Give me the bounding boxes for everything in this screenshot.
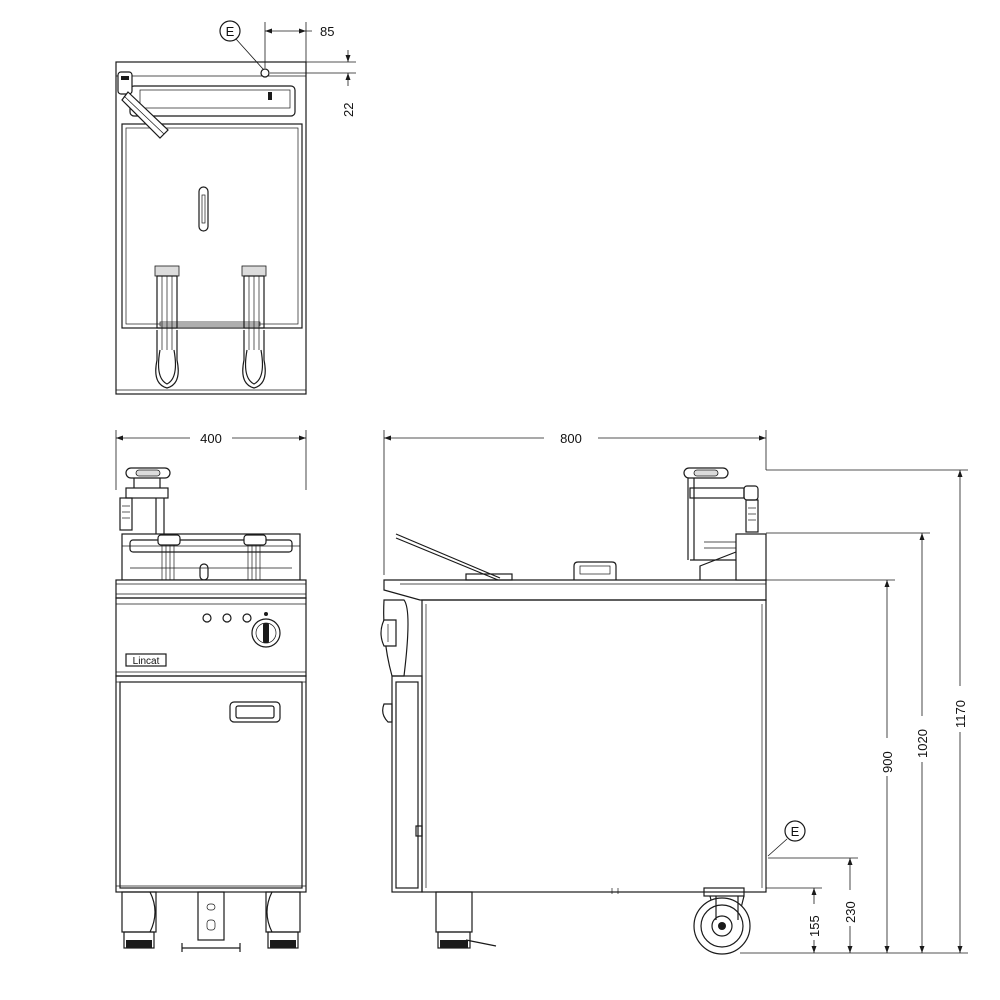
plan-arm — [117, 71, 169, 139]
front-lifting-handle — [119, 467, 171, 534]
front-basket-area — [121, 533, 301, 581]
front-view: 400 — [115, 430, 307, 952]
side-basket-arm — [395, 533, 617, 581]
plan-outline — [115, 61, 307, 395]
side-legs-castor — [435, 887, 751, 955]
dim-85: 85 — [320, 24, 334, 39]
electrical-marker-side-label: E — [791, 824, 800, 839]
side-cabinet — [421, 599, 767, 893]
dim-22: 22 — [341, 103, 356, 117]
plan-electrical-inlet — [260, 68, 270, 78]
side-door-profile — [391, 675, 423, 893]
plan-basket-handle-right — [241, 265, 267, 389]
front-legs — [121, 891, 301, 952]
dim-900: 900 — [880, 751, 895, 773]
electrical-marker-top — [219, 20, 241, 42]
plan-pan — [121, 123, 303, 329]
dim-400: 400 — [200, 431, 222, 446]
brand-logo-text: Lincat — [133, 656, 160, 667]
dim-1170: 1170 — [953, 700, 968, 728]
brand-logo: Lincat — [125, 653, 167, 667]
height-dimensions: 155 230 900 1020 1170 — [740, 469, 968, 954]
indicator-light-2 — [222, 613, 232, 623]
dim-800: 800 — [560, 431, 582, 446]
electrical-marker-top-label: E — [226, 24, 235, 39]
plan-basket-handle-left — [154, 265, 180, 389]
dim-1020: 1020 — [915, 729, 930, 758]
electrical-marker-side — [784, 820, 806, 842]
indicator-light-3 — [242, 613, 252, 623]
side-rear-housing — [683, 467, 767, 581]
side-knob-profile — [380, 599, 409, 677]
thermostat-knob — [251, 612, 281, 648]
door-handle — [229, 701, 281, 723]
side-view: 800 — [380, 430, 806, 955]
front-top-lip — [115, 579, 307, 599]
indicator-light-1 — [202, 613, 212, 623]
side-worktop — [383, 579, 767, 601]
dim-230: 230 — [843, 901, 858, 923]
plan-view: E 85 22 — [115, 20, 356, 395]
dim-155: 155 — [807, 915, 822, 937]
